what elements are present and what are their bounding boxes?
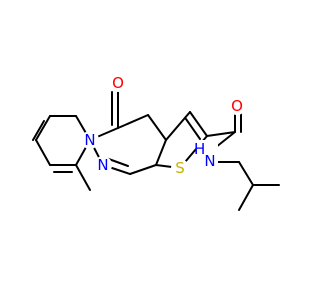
atom-oxygen-ring-carbonyl: O — [109, 74, 127, 92]
bond-amide — [206, 131, 236, 137]
bond — [117, 114, 149, 129]
atom-oxygen-amide: O — [228, 97, 246, 115]
bond — [35, 139, 51, 166]
atom-label-layer: O N N S O H N — [81, 74, 246, 177]
bond — [165, 111, 191, 141]
bond — [32, 120, 45, 141]
atom-sulfur: S — [171, 159, 189, 177]
molecule-structure: O N N S O H N — [32, 74, 280, 211]
atom-nitrogen-ring: N — [94, 156, 112, 174]
atom-label: S — [175, 159, 185, 177]
atom-label: N — [97, 156, 108, 174]
bond-methyl — [75, 164, 91, 191]
atom-label: N — [84, 131, 95, 149]
atom-label-n: N — [204, 152, 215, 170]
bond — [189, 111, 208, 137]
bond — [129, 164, 157, 175]
atom-nitrogen-bridge: N — [81, 131, 99, 149]
atom-label: O — [112, 74, 124, 92]
atom-label-nh: H N — [194, 140, 216, 170]
bond — [147, 114, 167, 141]
bond — [185, 118, 201, 140]
atom-label: O — [231, 97, 243, 115]
bond — [155, 139, 167, 166]
atom-label-h: H — [194, 140, 205, 158]
bond-isobutyl — [238, 161, 254, 186]
bond — [35, 115, 51, 141]
bond-isobutyl — [238, 184, 254, 211]
atom-nitrogen-amide: H N — [194, 140, 218, 170]
